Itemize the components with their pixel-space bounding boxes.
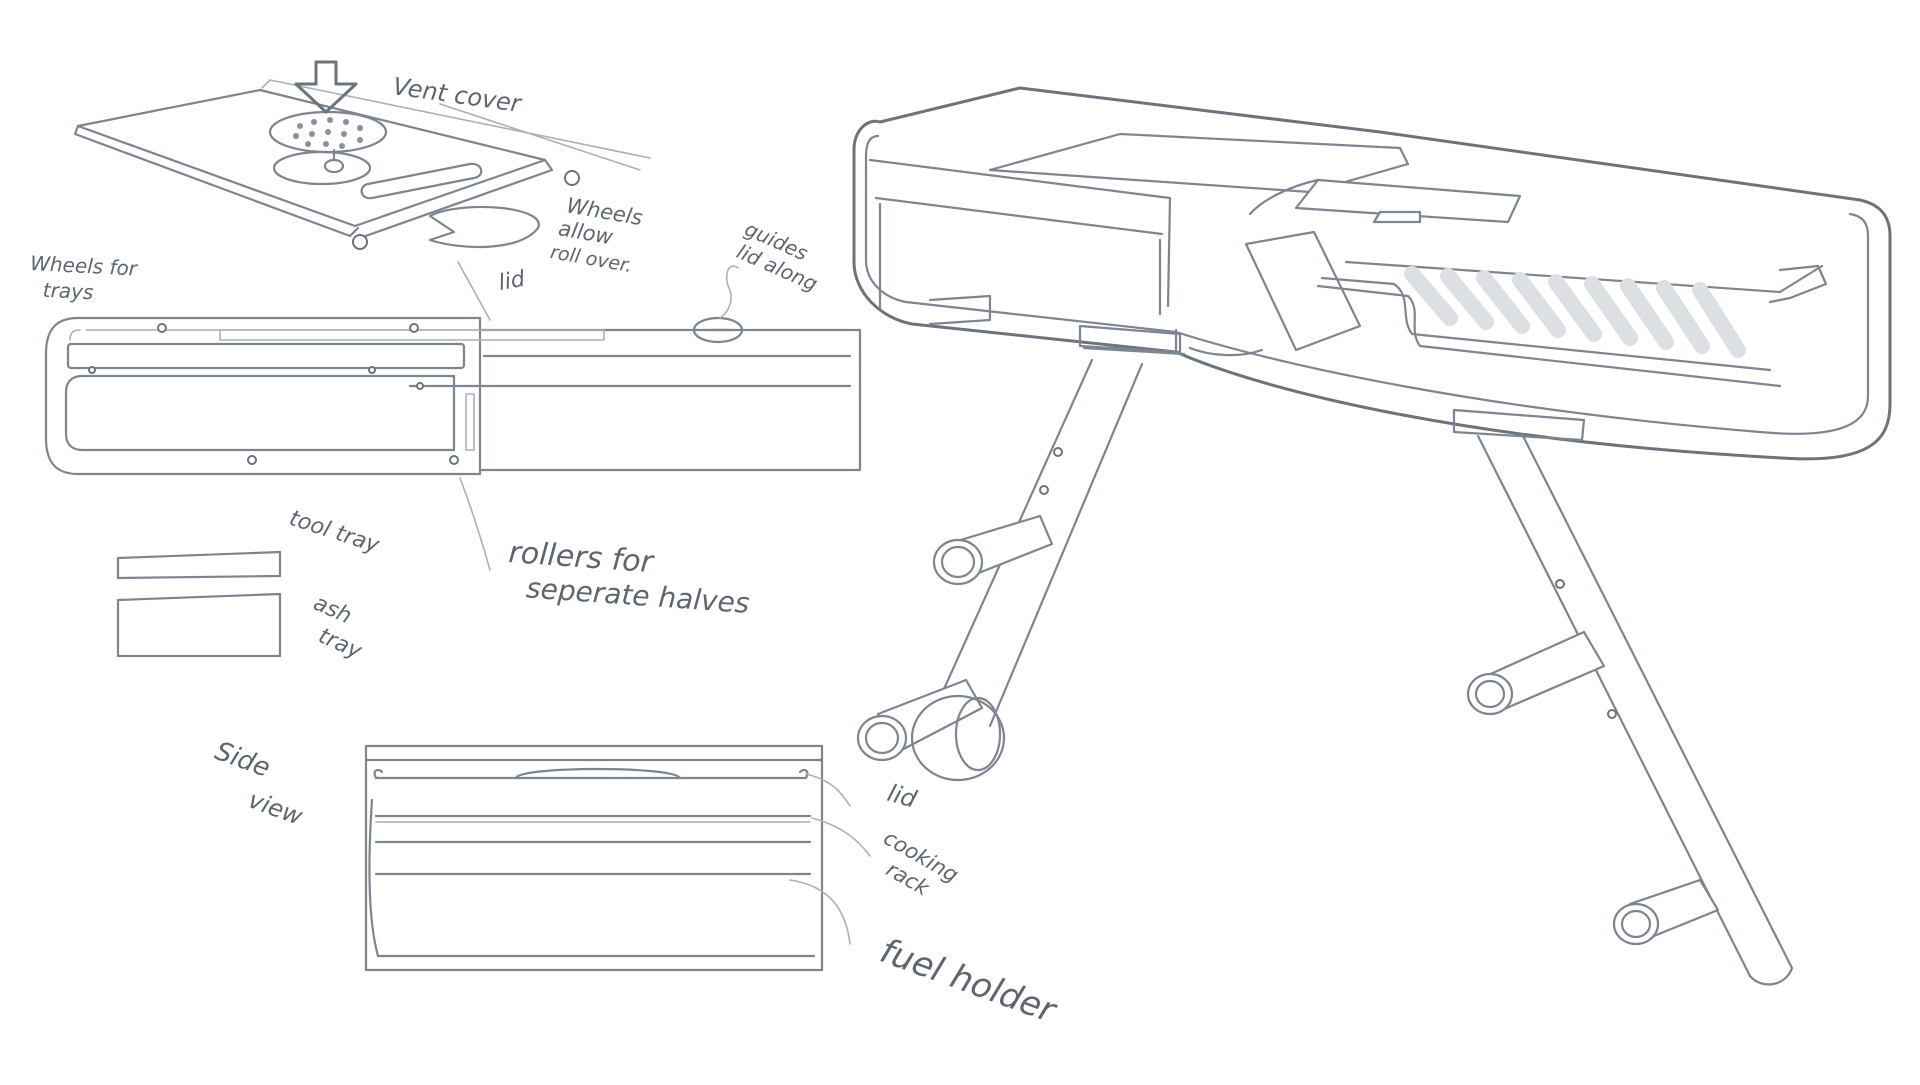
foot-peg-left-upper [932, 514, 1054, 586]
label-lid-side: lid [884, 779, 920, 814]
label-cooking-rack: cooking rack [880, 826, 963, 901]
svg-text:view: view [245, 786, 307, 831]
label-side-view: Side view [211, 736, 307, 831]
label-ash-tray: ash tray [310, 591, 366, 665]
wheel-icon [564, 170, 580, 186]
label-tool-tray: tool tray [286, 506, 383, 559]
side-view-sketch [364, 744, 871, 972]
foot-peg-left-lower [856, 678, 984, 762]
svg-text:roll over.: roll over. [549, 241, 634, 277]
arrow-down-icon [294, 60, 358, 114]
svg-text:seperate halves: seperate halves [525, 571, 750, 620]
top-view-sketch [44, 261, 862, 571]
wheel-left [910, 694, 1006, 782]
grill-legs-sketch [856, 358, 1794, 986]
cooking-rack-bars [1404, 266, 1746, 358]
ash-tray-sketch [116, 592, 282, 658]
label-vent-cover: Vent cover [391, 72, 524, 118]
svg-text:Side: Side [211, 736, 274, 783]
tool-tray-sketch [116, 550, 282, 580]
label-lid-top: lid [497, 267, 528, 296]
foot-peg-right-lower [1612, 878, 1720, 946]
label-rollers: rollers for seperate halves [507, 535, 750, 620]
label-fuel-holder: fuel holder [875, 931, 1063, 1032]
svg-text:tray: tray [315, 624, 366, 665]
svg-text:ash: ash [310, 591, 356, 630]
label-guides: guides lid along [733, 216, 821, 295]
label-wheels-allow: Wheels allow roll over. [549, 193, 645, 277]
vent-holes [293, 117, 363, 149]
vent-cover-sketch [73, 60, 651, 250]
grill-perspective-sketch [852, 86, 1892, 461]
svg-text:Wheels for: Wheels for [30, 251, 140, 281]
foot-peg-right-upper [1466, 630, 1606, 716]
svg-text:trays: trays [42, 278, 94, 305]
wheel-icon [352, 234, 368, 250]
label-wheels-for-trays: Wheels for trays [30, 251, 140, 305]
